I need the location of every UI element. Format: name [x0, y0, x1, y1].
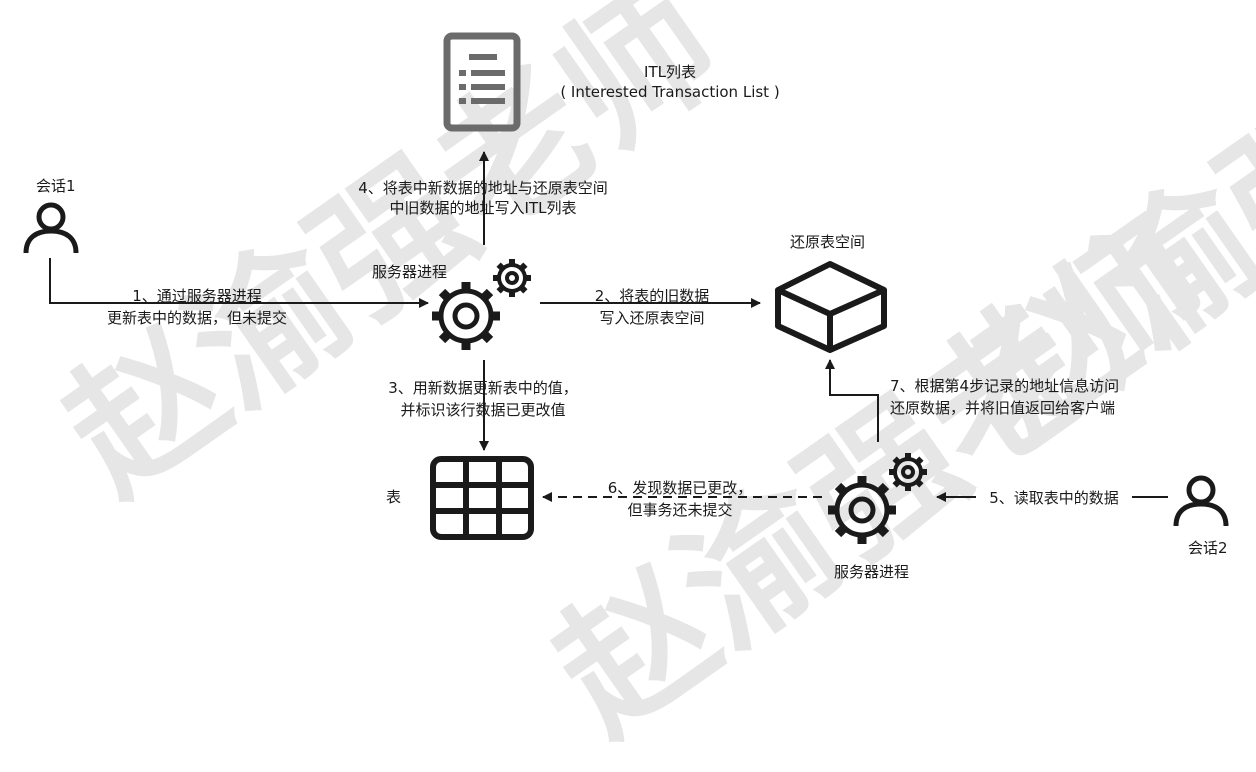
step3-label-line1: 3、用新数据更新表中的值，	[388, 379, 578, 397]
step2-label-line2: 写入还原表空间	[599, 309, 705, 327]
table-grid-icon	[430, 456, 534, 540]
session2-label: 会话2	[1188, 539, 1228, 557]
itl-subtitle: ( Interested Transaction List )	[560, 83, 780, 101]
step1-label-line1: 1、通过服务器进程	[132, 287, 262, 305]
step5-label: 5、读取表中的数据	[976, 488, 1132, 509]
step3-label-line2: 并标识该行数据已更改值	[400, 401, 566, 419]
session1-label: 会话1	[36, 177, 76, 195]
session2-user-icon	[1173, 475, 1229, 527]
step4-label-line1: 4、将表中新数据的地址与还原表空间	[358, 179, 608, 197]
undo-label: 还原表空间	[790, 233, 866, 251]
server1-gears-icon	[432, 259, 531, 350]
server1-label: 服务器进程	[372, 263, 448, 281]
undo-tablespace-cube-icon	[775, 261, 887, 353]
step7-label-line1: 7、根据第4步记录的地址信息访问	[890, 377, 1120, 395]
step6-label-line1: 6、发现数据已更改，	[607, 479, 753, 497]
diagram-canvas: 赵渝强老师 赵渝强老师 赵渝强老师 ITL列表 ( Interested Tra…	[23, 0, 1256, 766]
itl-document-icon	[443, 32, 521, 132]
server2-gears-icon	[828, 453, 927, 544]
table-label: 表	[386, 488, 402, 506]
server2-label: 服务器进程	[834, 563, 910, 581]
arrow-step7	[825, 359, 879, 442]
itl-title: ITL列表	[644, 63, 696, 81]
step2-label-line1: 2、将表的旧数据	[594, 287, 710, 305]
step1-label-line2: 更新表中的数据，但未提交	[106, 309, 287, 327]
step4-label-line2: 中旧数据的地址写入ITL列表	[389, 199, 577, 217]
session1-user-icon	[23, 202, 79, 254]
arrow-step1	[49, 258, 429, 308]
step7-label-line2: 还原数据，并将旧值返回给客户端	[890, 399, 1116, 417]
step6-label-line2: 但事务还未提交	[627, 501, 733, 519]
